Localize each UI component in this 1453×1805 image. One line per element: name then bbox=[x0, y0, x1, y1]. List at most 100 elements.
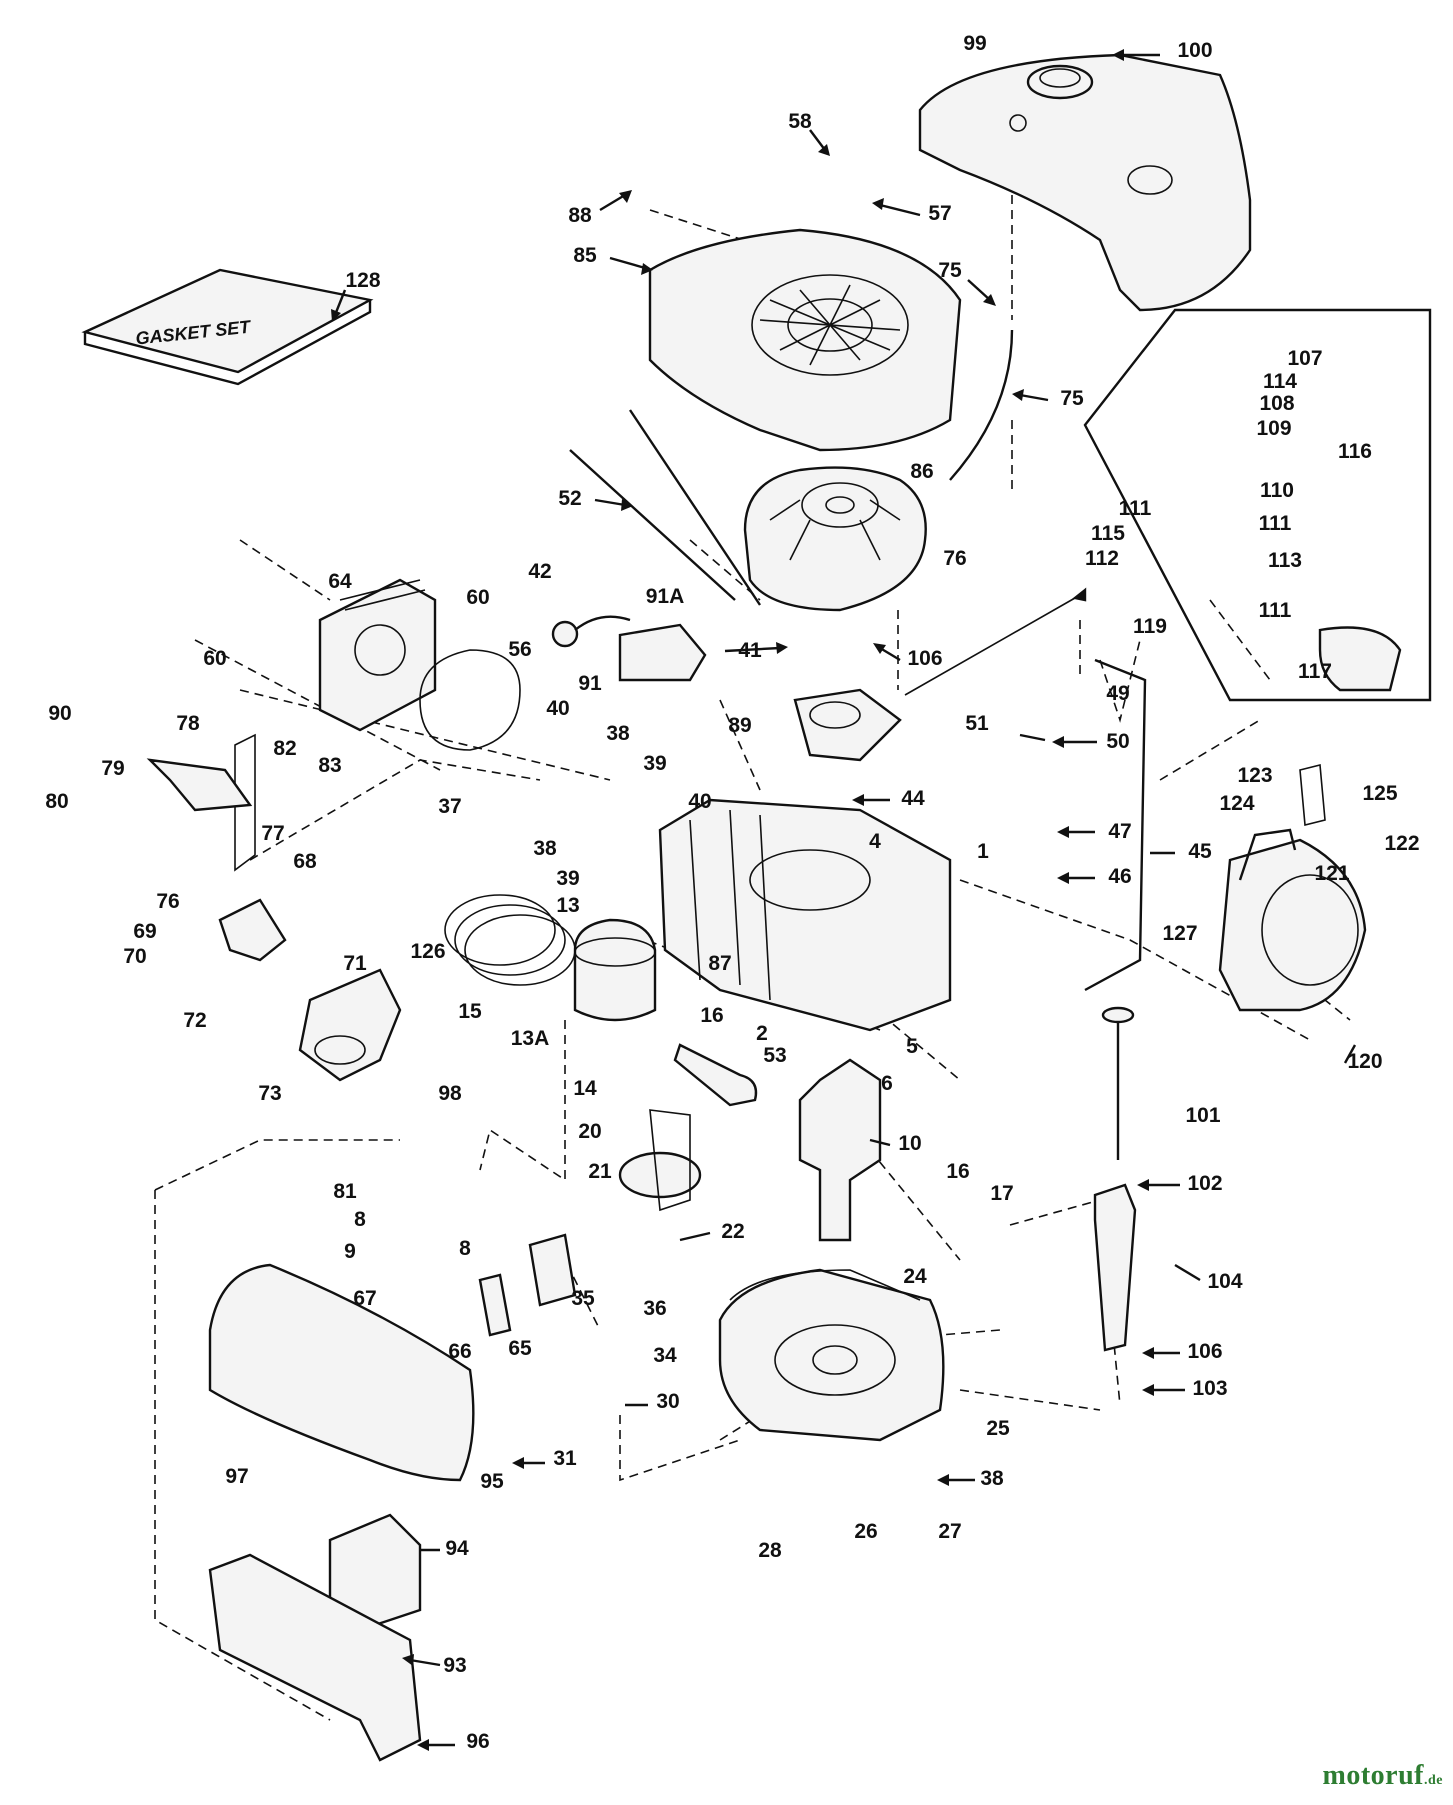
part-label-13: 13 bbox=[556, 894, 579, 917]
part-label-49: 49 bbox=[1106, 682, 1129, 705]
part-label-72: 72 bbox=[183, 1009, 206, 1032]
magneto-inset-outline bbox=[1083, 308, 1432, 702]
part-label-31: 31 bbox=[553, 1447, 577, 1470]
part-label-50: 50 bbox=[1106, 730, 1129, 753]
part-label-66: 66 bbox=[448, 1340, 471, 1363]
part-label-65: 65 bbox=[508, 1337, 532, 1360]
part-label-7: 8 bbox=[459, 1237, 471, 1260]
part-label-74: 75 bbox=[1060, 387, 1084, 410]
part-label-126: 125 bbox=[1362, 782, 1397, 805]
part-label-129: 128 bbox=[345, 269, 380, 292]
part-labels: 99 100 58 88 57 85 75 128 75 107 114 108… bbox=[45, 32, 1419, 1753]
part-label-118: 117 bbox=[1298, 660, 1332, 683]
part-label-39a: 39 bbox=[643, 752, 666, 775]
part-label-102: 103 bbox=[1192, 1377, 1227, 1400]
connecting-rod-shape bbox=[673, 1043, 758, 1107]
part-label-82: 82 bbox=[273, 737, 296, 760]
part-label-53: 53 bbox=[763, 1044, 786, 1067]
part-label-115: 114 bbox=[1263, 370, 1297, 393]
part-label-103: 104 bbox=[1207, 1270, 1242, 1293]
part-label-107: 107 bbox=[1287, 347, 1322, 370]
part-label-57: 56 bbox=[508, 638, 531, 661]
part-label-80: 80 bbox=[45, 790, 68, 813]
part-label-38b: 38 bbox=[533, 837, 557, 860]
part-label-77: 77 bbox=[261, 822, 284, 845]
part-label-35: 38 bbox=[980, 1467, 1004, 1490]
part-label-128: 127 bbox=[1162, 922, 1197, 945]
part-label-99: 100 bbox=[1177, 39, 1212, 62]
part-label-104: 106 bbox=[1187, 1340, 1222, 1363]
part-label-125: 124 bbox=[1219, 792, 1254, 815]
part-label-47: 47 bbox=[1108, 820, 1131, 843]
part-label-79: 79 bbox=[101, 757, 124, 780]
part-label-51: 51 bbox=[965, 712, 989, 735]
part-label-89: 90 bbox=[48, 702, 71, 725]
part-label-78: 78 bbox=[176, 712, 200, 735]
part-label-95: 96 bbox=[466, 1730, 489, 1753]
part-label-98: 99 bbox=[963, 32, 986, 55]
piston-shape bbox=[573, 918, 657, 1022]
part-label-90: 89 bbox=[728, 714, 751, 737]
part-label-91A: 91A bbox=[646, 585, 685, 608]
part-label-16b: 16 bbox=[946, 1160, 969, 1183]
blower-housing-shape bbox=[648, 228, 962, 452]
part-label-6: 6 bbox=[881, 1072, 893, 1095]
piston-rings-shape bbox=[444, 894, 556, 966]
part-label-68: 68 bbox=[293, 850, 317, 873]
part-label-55: 57 bbox=[928, 202, 951, 225]
crankcase-cover-shape bbox=[718, 1268, 945, 1442]
part-label-83: 83 bbox=[318, 754, 341, 777]
part-label-123: 122 bbox=[1384, 832, 1419, 855]
part-label-13A: 13A bbox=[511, 1027, 550, 1050]
part-label-87: 88 bbox=[568, 204, 592, 227]
part-label-113: 112 bbox=[1085, 547, 1119, 570]
part-label-121: 120 bbox=[1347, 1050, 1382, 1073]
part-label-108: 108 bbox=[1259, 392, 1294, 415]
part-label-27: 27 bbox=[938, 1520, 961, 1543]
part-label-1: 1 bbox=[977, 840, 989, 863]
part-label-81: 81 bbox=[333, 1180, 357, 1203]
head-gasket-shape bbox=[419, 649, 521, 751]
part-label-114: 113 bbox=[1268, 549, 1302, 572]
camshaft-gear-shape bbox=[618, 1151, 702, 1199]
part-label-36: 40 bbox=[546, 697, 569, 720]
part-label-70: 70 bbox=[123, 945, 146, 968]
part-label-26: 26 bbox=[854, 1520, 877, 1543]
part-label-116: 115 bbox=[1091, 522, 1125, 545]
part-label-20: 20 bbox=[578, 1120, 601, 1143]
part-label-88: 87 bbox=[708, 952, 731, 975]
part-label-58: 60 bbox=[466, 586, 489, 609]
part-label-91: 91 bbox=[578, 672, 602, 695]
part-label-22: 22 bbox=[721, 1220, 744, 1243]
part-label-4: 4 bbox=[869, 830, 881, 853]
part-label-120: 119 bbox=[1133, 615, 1167, 638]
part-label-28: 28 bbox=[758, 1539, 782, 1562]
part-label-117: 116 bbox=[1338, 440, 1372, 463]
part-label-111b: 111 bbox=[1259, 599, 1292, 622]
part-label-52: 52 bbox=[558, 487, 581, 510]
part-label-101: 102 bbox=[1187, 1172, 1222, 1195]
part-label-24: 24 bbox=[903, 1265, 927, 1288]
part-label-37: 37 bbox=[438, 795, 461, 818]
part-label-109: 109 bbox=[1256, 417, 1291, 440]
part-label-76: 76 bbox=[156, 890, 179, 913]
part-label-9: 9 bbox=[344, 1240, 356, 1263]
cylinder-head-shape bbox=[318, 578, 437, 732]
part-label-92: 93 bbox=[443, 1654, 466, 1677]
part-label-71: 71 bbox=[343, 952, 367, 975]
part-label-127: 126 bbox=[410, 940, 445, 963]
part-label-110: 110 bbox=[1260, 479, 1294, 502]
part-label-111a: 111 bbox=[1259, 512, 1292, 535]
part-label-75b: 76 bbox=[943, 547, 966, 570]
part-label-124: 123 bbox=[1237, 764, 1272, 787]
dipstick-tube-shape bbox=[1093, 1183, 1137, 1352]
part-label-86: 86 bbox=[910, 460, 933, 483]
fuel-line-shape bbox=[949, 329, 1014, 481]
part-label-85: 85 bbox=[573, 244, 597, 267]
part-label-75a: 75 bbox=[938, 259, 962, 282]
part-label-67: 67 bbox=[353, 1287, 376, 1310]
recoil-starter-shape bbox=[1218, 838, 1367, 1012]
part-label-16a: 16 bbox=[700, 1004, 723, 1027]
fuel-tank-shape bbox=[918, 53, 1252, 312]
arrow-markers bbox=[331, 49, 1357, 1751]
